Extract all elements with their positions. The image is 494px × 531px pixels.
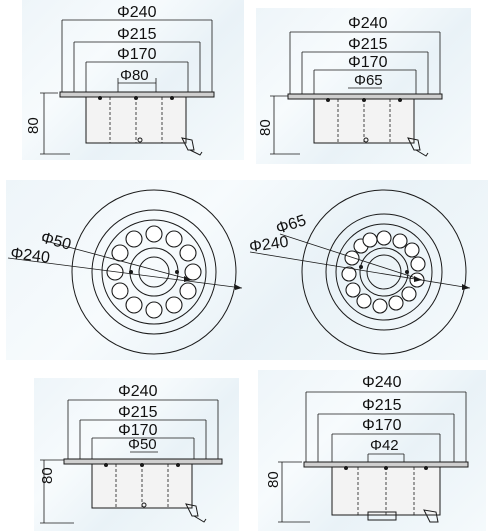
dim-d1: Φ240 xyxy=(118,383,158,400)
dim-d1: Φ240 xyxy=(117,4,157,21)
side-view-drawing-bottom-left: Φ240 Φ215 Φ170 Φ50 80 xyxy=(34,378,239,531)
led-ring xyxy=(106,225,202,319)
dimension-lines xyxy=(40,19,213,155)
side-view-drawing-top-left: Φ240 Φ215 Φ170 Φ80 80 xyxy=(22,0,244,160)
dim-d2: Φ215 xyxy=(348,36,388,53)
dim-d1: Φ240 xyxy=(362,374,402,391)
dim-d2: Φ215 xyxy=(118,404,158,421)
plan-right-outer-label: Φ240 xyxy=(248,234,290,256)
fixture-side-view xyxy=(287,93,443,157)
side-view-drawing-bottom-right: Φ240 Φ215 Φ170 Φ42 80 xyxy=(258,370,486,531)
dim-height: 80 xyxy=(39,467,56,484)
plan-left-outer-label: Φ240 xyxy=(10,245,51,267)
fixture-plan-right xyxy=(249,189,471,355)
dimension-lines xyxy=(40,399,219,524)
fixture-side-view xyxy=(303,461,469,523)
dim-d1: Φ240 xyxy=(348,15,388,32)
dim-d4: Φ42 xyxy=(370,437,399,454)
dim-d2: Φ215 xyxy=(117,26,157,43)
dimension-lines xyxy=(278,391,467,523)
dim-d4: Φ80 xyxy=(120,67,149,84)
dim-d3: Φ170 xyxy=(117,46,157,63)
plan-view-drawing: Φ50 Φ240 Φ65 Φ240 xyxy=(6,180,488,360)
led-ring xyxy=(341,230,426,314)
dim-d4: Φ50 xyxy=(128,436,157,453)
dim-d3: Φ170 xyxy=(118,422,158,439)
dim-height: 80 xyxy=(257,119,274,136)
fixture-side-view xyxy=(63,458,223,523)
fixture-plan-left xyxy=(7,189,243,355)
dim-d2: Φ215 xyxy=(362,397,402,414)
dimension-lines xyxy=(270,31,441,155)
dim-height: 80 xyxy=(25,117,42,134)
fixture-side-view xyxy=(59,91,215,156)
dim-height: 80 xyxy=(265,471,282,488)
dim-d3: Φ170 xyxy=(348,54,388,71)
dim-d3: Φ170 xyxy=(362,417,402,434)
dim-d4: Φ65 xyxy=(354,72,383,89)
side-view-drawing-top-right: Φ240 Φ215 Φ170 Φ65 80 xyxy=(256,8,471,164)
